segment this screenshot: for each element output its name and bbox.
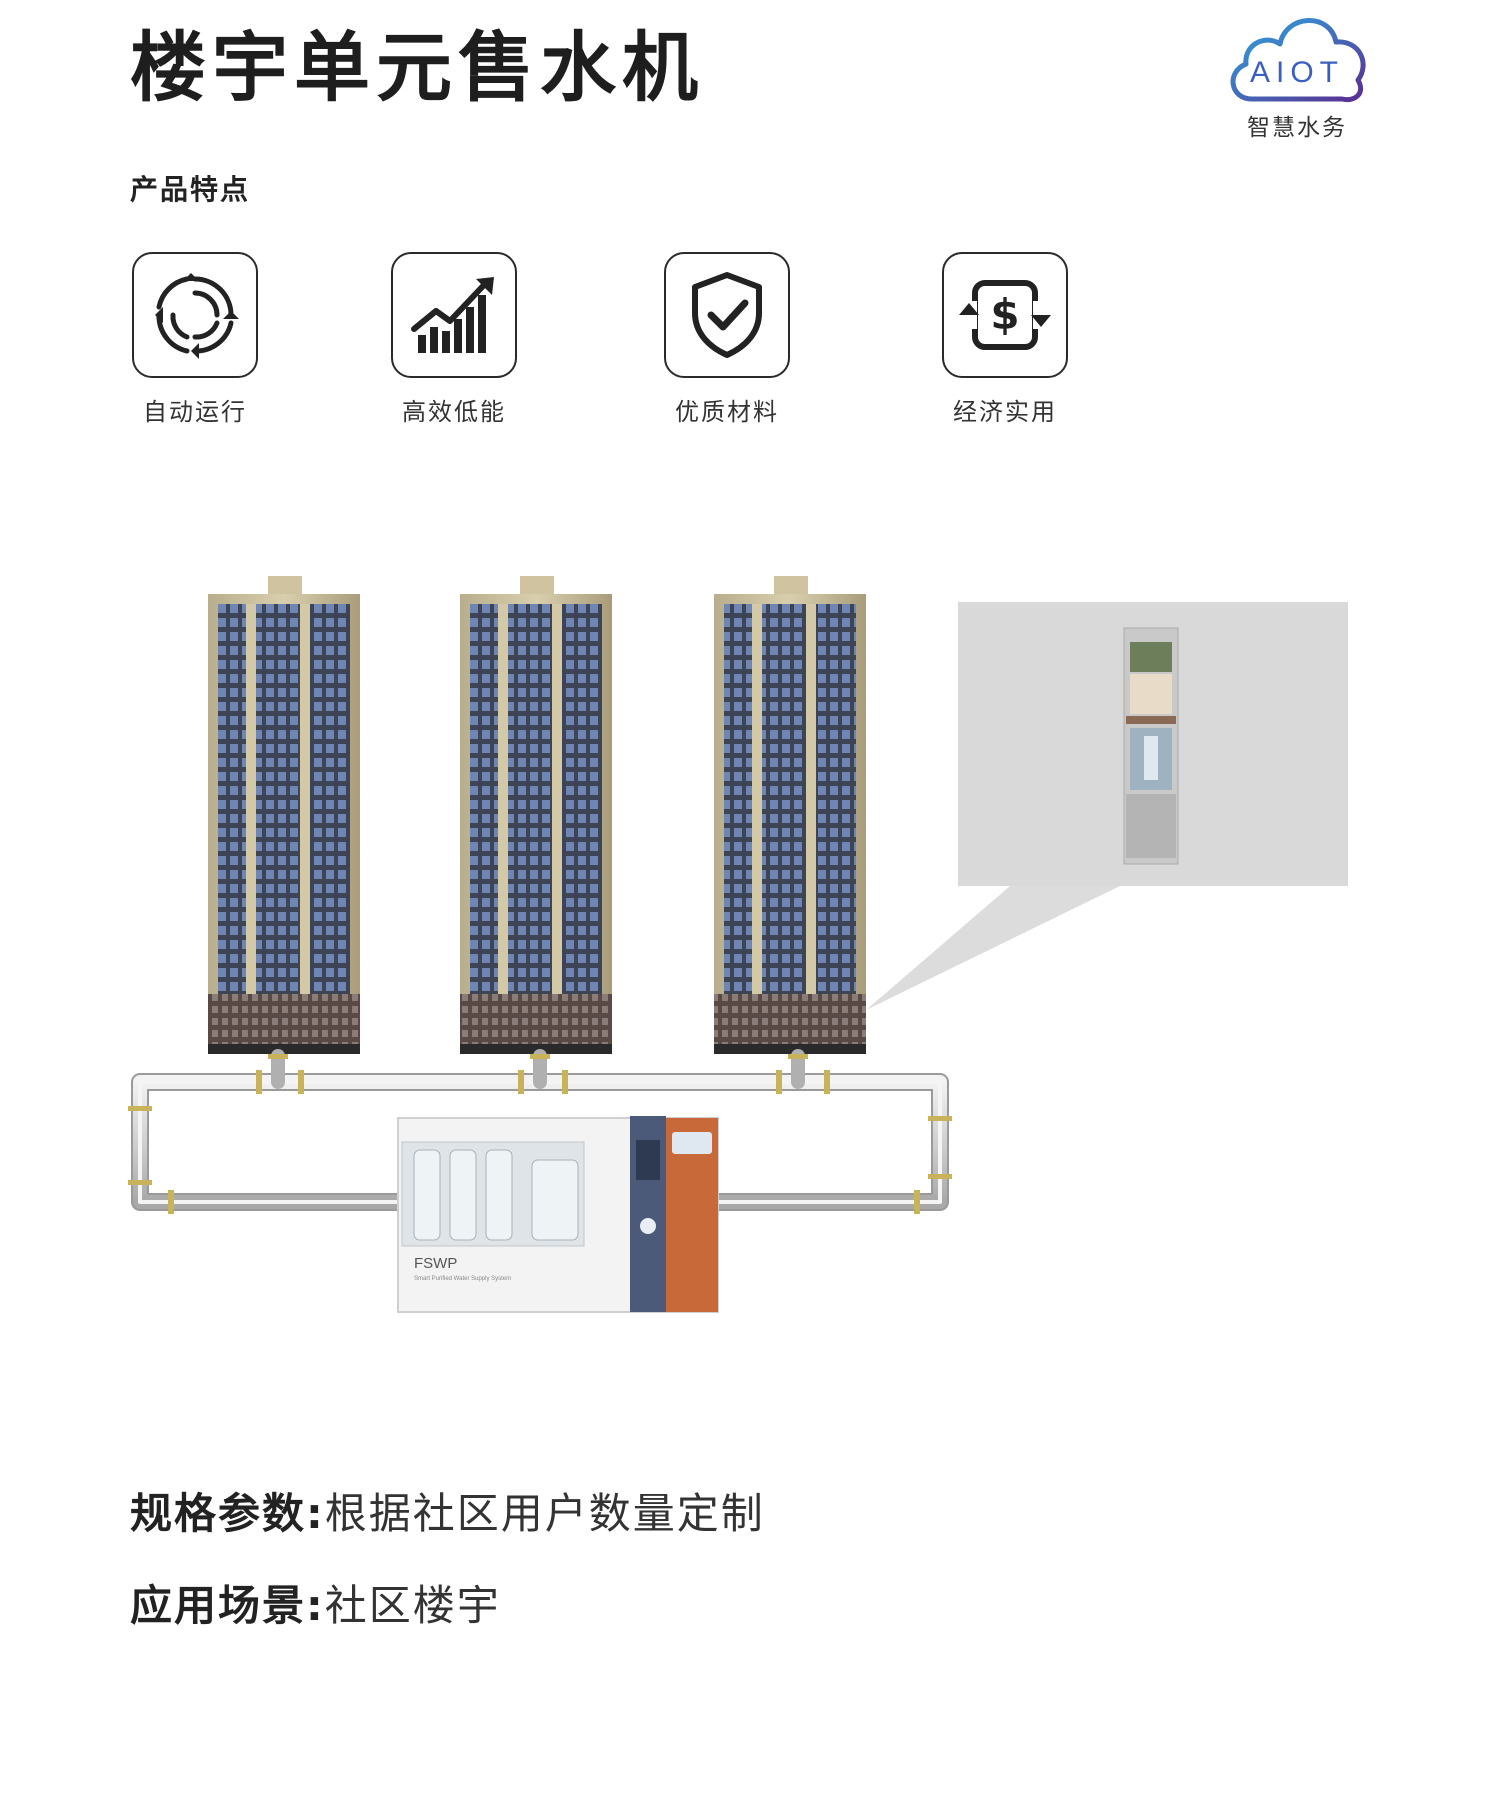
feature-label: 经济实用: [953, 398, 1057, 426]
cloud-icon: AIOT: [1230, 18, 1366, 103]
spec-key: 规格参数:: [130, 1489, 325, 1538]
features-heading: 产品特点: [130, 173, 251, 206]
scenario-value: 社区楼宇: [324, 1581, 501, 1630]
spec-row: 规格参数:根据社区用户数量定制: [130, 1480, 765, 1541]
system-illustration: FSWP Smart Purified Water Supply System: [128, 576, 1348, 1313]
feature-item: 高效低能: [389, 252, 519, 427]
svg-text:$: $: [990, 290, 1019, 339]
scenario-row: 应用场景:社区楼宇: [130, 1572, 501, 1633]
feature-label: 自动运行: [143, 398, 247, 426]
building-3: [714, 576, 866, 1054]
feature-label: 优质材料: [675, 398, 779, 426]
feature-item: 自动运行: [130, 252, 260, 427]
pipe-joints: [128, 1054, 952, 1214]
auto-cycle-icon: [155, 273, 239, 359]
dollar-cycle-icon: $: [959, 280, 1051, 350]
machine-tagline: Smart Purified Water Supply System: [414, 1276, 511, 1282]
pipe-network: [131, 1049, 949, 1211]
logo-text: AIOT: [1250, 56, 1344, 89]
spec-value: 根据社区用户数量定制: [324, 1489, 765, 1538]
feature-icon-box: [391, 252, 517, 378]
machine-brand: FSWP: [414, 1255, 457, 1272]
building-1: [208, 576, 360, 1054]
logo-subtitle: 智慧水务: [1247, 115, 1347, 141]
feature-icon-box: $: [942, 252, 1068, 378]
feature-item: 优质材料: [662, 252, 792, 427]
growth-chart-icon: [411, 277, 494, 353]
scenario-key: 应用场景:: [130, 1581, 325, 1630]
page-title: 楼宇单元售水机: [130, 23, 704, 112]
water-purifier-machine: FSWP Smart Purified Water Supply System: [397, 1116, 719, 1313]
feature-icon-box: [664, 252, 790, 378]
kiosk-callout: [866, 602, 1348, 1010]
building-2: [460, 576, 612, 1054]
shield-check-icon: [692, 272, 762, 358]
water-kiosk: [1123, 627, 1179, 865]
aiot-logo: AIOT: [1222, 4, 1372, 144]
feature-label: 高效低能: [402, 398, 506, 426]
feature-icon-box: [132, 252, 258, 378]
feature-item: $ 经济实用: [940, 252, 1070, 427]
